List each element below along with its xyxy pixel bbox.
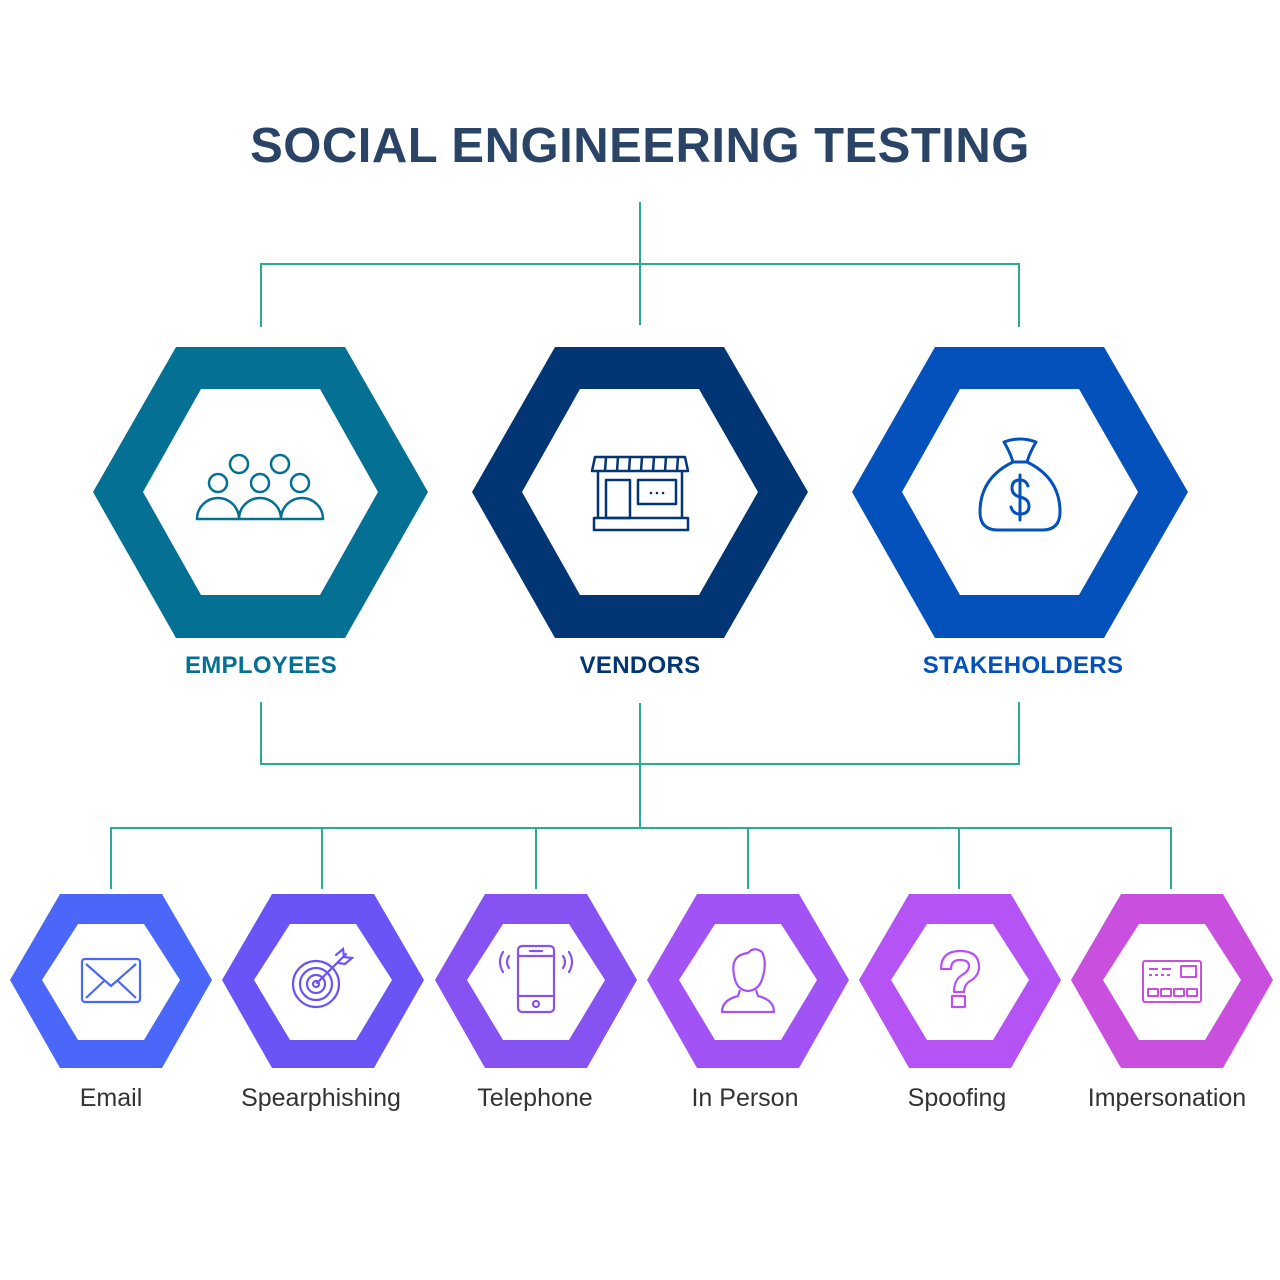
person-icon [720,948,776,1014]
hexagon-shape [1071,894,1273,1068]
method-label-email: Email [79,1084,143,1112]
method-hexagon-impersonation [1071,894,1273,1068]
method-label-in-person: In Person [691,1084,799,1112]
envelope-icon [80,957,142,1004]
method-hexagon-in-person [647,894,849,1068]
hexagon-shape [647,894,849,1068]
id-card-icon [1142,960,1202,1003]
category-label-employees: EMPLOYEES [184,652,338,679]
people-group-icon [195,453,325,521]
hexagon-shape [852,347,1188,638]
method-hexagon-telephone [435,894,637,1068]
hexagon-shape [10,894,212,1068]
method-label-impersonation: Impersonation [1087,1084,1247,1112]
method-hexagon-email [10,894,212,1068]
connector-lines [110,202,1172,889]
method-label-spoofing: Spoofing [907,1084,1007,1112]
category-hexagon-stakeholders [852,347,1188,638]
method-label-telephone: Telephone [477,1084,593,1112]
category-hexagon-vendors [472,347,808,638]
question-mark-icon [939,949,981,1009]
mobile-phone-icon [498,944,574,1014]
hexagon-shape [859,894,1061,1068]
method-hexagon-spoofing [859,894,1061,1068]
category-hexagon-employees [93,347,428,638]
money-bag-icon [978,437,1062,532]
category-label-stakeholders: STAKEHOLDERS [922,652,1124,679]
method-hexagon-spearphishing [222,894,424,1068]
hexagon-shape [435,894,637,1068]
diagram-title: SOCIAL ENGINEERING TESTING [250,119,1030,173]
hexagon-shape [93,347,428,638]
hexagon-shape [472,347,808,638]
hexagon-shape [222,894,424,1068]
method-label-spearphishing: Spearphishing [241,1084,401,1112]
target-icon [291,946,355,1009]
category-label-vendors: VENDORS [579,652,701,679]
storefront-icon [590,455,690,532]
